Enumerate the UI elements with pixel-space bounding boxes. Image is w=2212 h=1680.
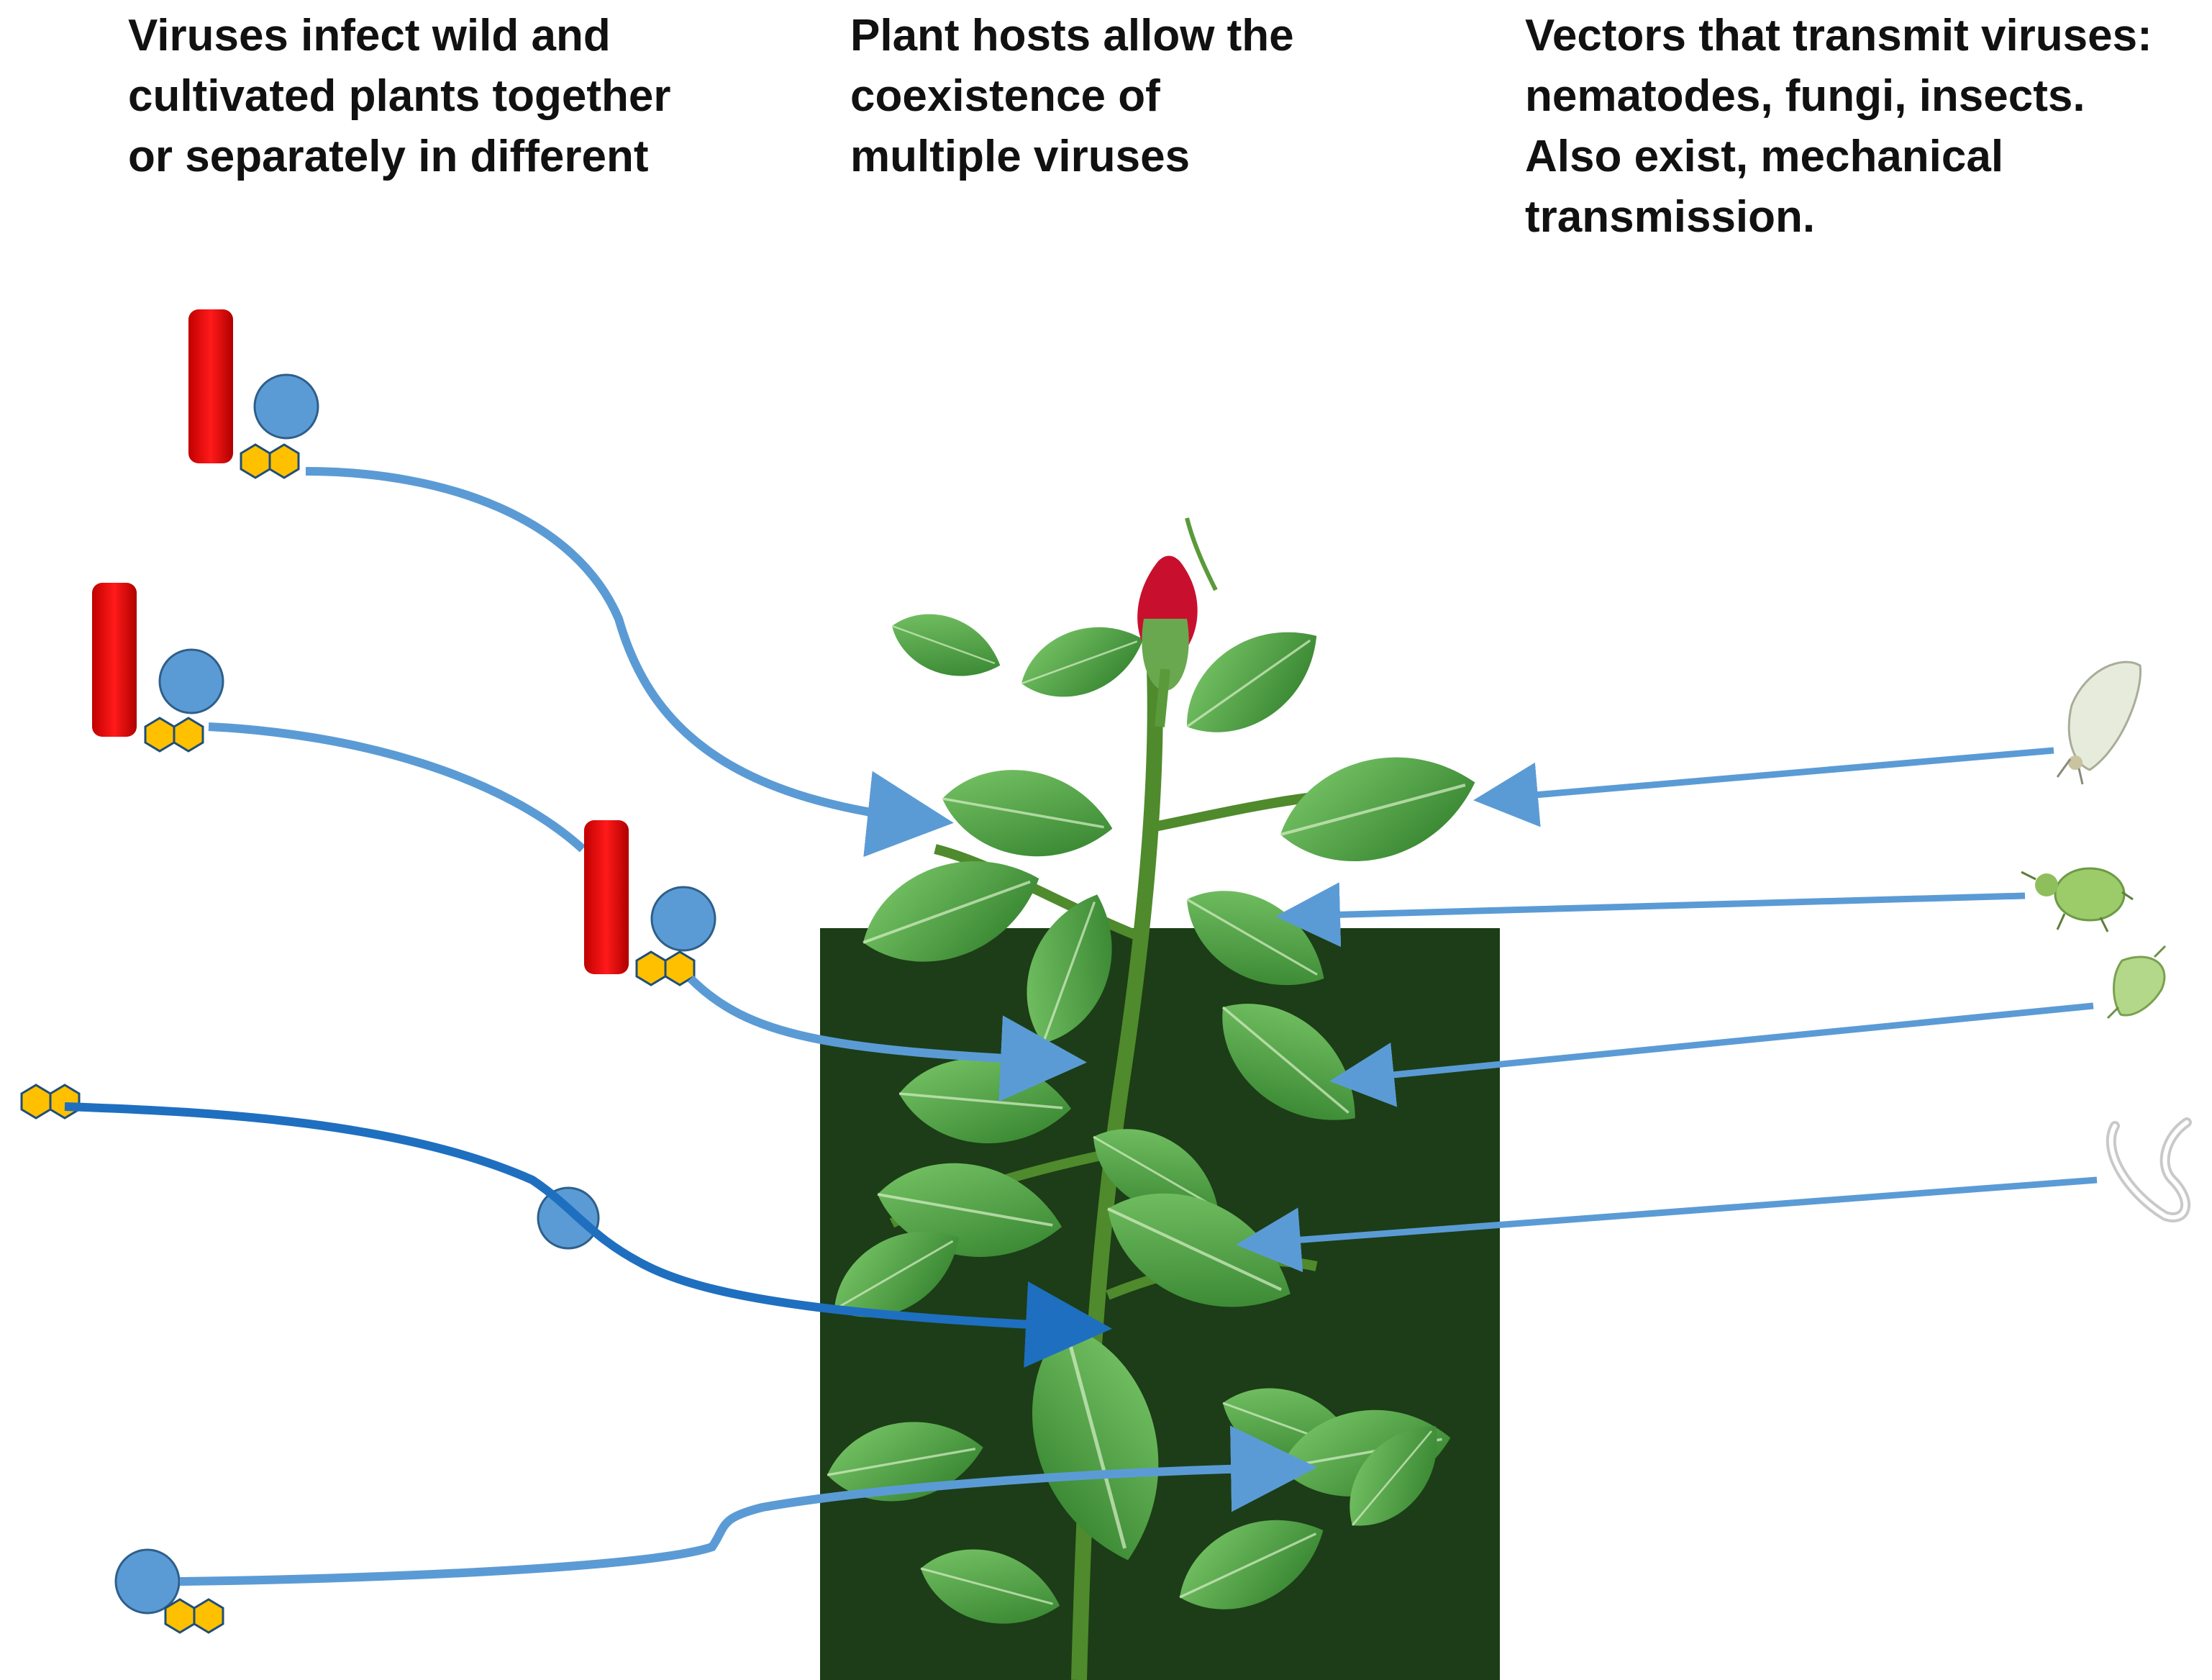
caption-virus-coexistence: Plant hosts allow the coexistence of mul… (850, 11, 1294, 181)
aphid-icon (2021, 867, 2134, 932)
yellow-hexagon-virus-icon (144, 717, 204, 753)
yellow-hexagon-virus-icon (164, 1598, 224, 1634)
virus-group-5 (114, 1548, 224, 1634)
yellow-hexagon-virus-icon (20, 1084, 81, 1120)
red-rod-virus-icon (584, 820, 629, 974)
yellow-hexagon-virus-icon (240, 443, 300, 479)
infection-arrow-2a (208, 722, 586, 853)
whitefly-icon (2056, 660, 2142, 785)
vector-arrow-leafhopper (1329, 1002, 2094, 1107)
blue-sphere-virus-icon (537, 1186, 600, 1250)
virus-group-2 (92, 583, 224, 753)
virus-group-1 (188, 309, 319, 479)
red-rod-virus-icon (92, 583, 137, 737)
virus-group-4 (20, 1084, 600, 1250)
caption-transmission-vectors: Vectors that transmit viruses: nematodes… (1525, 11, 2152, 242)
yellow-hexagon-virus-icon (635, 950, 696, 986)
nematode-icon (2106, 1117, 2192, 1222)
leafhopper-icon (2106, 945, 2167, 1020)
blue-sphere-virus-icon (158, 648, 224, 714)
vector-arrow-aphid (1275, 882, 2026, 948)
caption-wild-cultivated-infection: Viruses infect wild and cultivated plant… (128, 11, 671, 181)
red-rod-virus-icon (188, 309, 233, 463)
blue-sphere-virus-icon (650, 886, 716, 952)
vector-arrow-whitefly (1473, 747, 2054, 827)
blue-sphere-virus-icon (114, 1548, 181, 1615)
foliage-background (820, 928, 1500, 1680)
infection-arrow-4 (179, 1425, 1317, 1586)
virus-group-3 (584, 820, 716, 986)
blue-sphere-virus-icon (253, 373, 319, 440)
infection-arrow-3 (64, 1102, 1112, 1368)
infection-arrow-1 (305, 467, 954, 858)
rose-plant-icon (816, 517, 1500, 1680)
vector-arrow-nematode (1236, 1176, 2098, 1273)
infection-arrow-2b (687, 975, 1087, 1102)
rose-bud (1137, 517, 1218, 727)
